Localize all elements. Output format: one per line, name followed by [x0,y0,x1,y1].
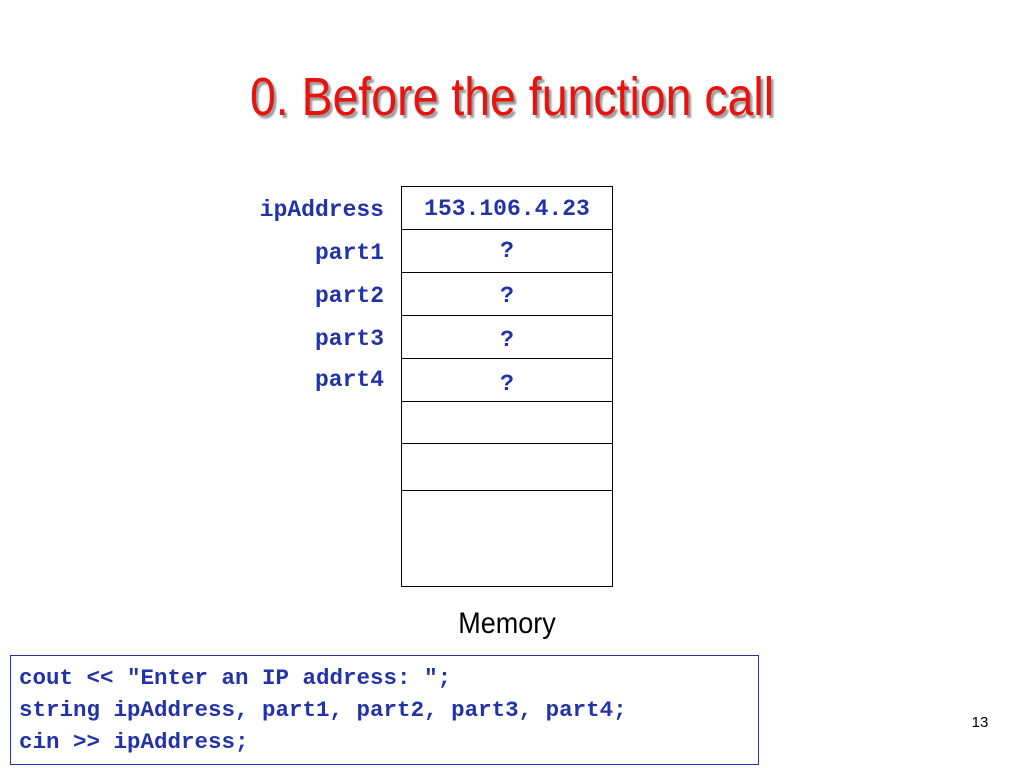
memory-cell-empty [402,491,612,586]
var-label-part2: part2 [314,283,384,309]
memory-cell-part4: ? [402,359,612,402]
memory-table: 153.106.4.23 ? ? ? ? [401,186,613,587]
memory-cell-part2: ? [402,273,612,316]
memory-cell-value: ? [500,238,514,264]
memory-cell-part1: ? [402,230,612,273]
memory-cell-value: ? [500,371,514,397]
memory-cell-value: ? [500,327,514,353]
memory-cell-value: ? [500,283,514,309]
code-line: cin >> ipAddress; [19,729,249,755]
var-label-part4: part4 [314,367,384,393]
var-label-ipaddress: ipAddress [259,197,384,223]
slide-title: 0. Before the function call [249,67,775,127]
code-block: cout << "Enter an IP address: "; string … [10,655,759,765]
code-line: cout << "Enter an IP address: "; [19,665,452,691]
var-label-part1: part1 [314,240,384,266]
memory-cell-empty [402,444,612,491]
memory-cell-part3: ? [402,316,612,359]
var-label-part3: part3 [314,326,384,352]
memory-cell-ipaddress: 153.106.4.23 [402,187,612,230]
slide-number: 13 [971,714,989,731]
memory-cell-empty [402,402,612,444]
code-line: string ipAddress, part1, part2, part3, p… [19,697,627,723]
memory-caption: Memory [458,607,556,640]
memory-cell-value: 153.106.4.23 [424,196,590,222]
